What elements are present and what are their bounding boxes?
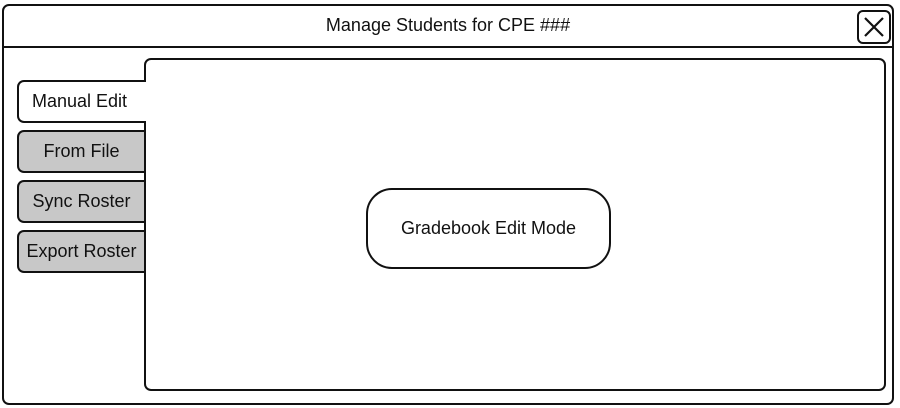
gradebook-edit-mode-button[interactable]: Gradebook Edit Mode (366, 188, 611, 269)
tab-label: Export Roster (26, 241, 137, 261)
tab-content-panel: Gradebook Edit Mode (144, 58, 886, 391)
tab-label: Sync Roster (32, 191, 131, 211)
tab-manual-edit[interactable]: Manual Edit (17, 80, 146, 123)
dialog-title: Manage Students for CPE ### (325, 15, 571, 35)
close-button[interactable] (857, 10, 891, 44)
tab-sync-roster[interactable]: Sync Roster (17, 180, 144, 223)
close-icon (864, 17, 884, 37)
tab-label: Manual Edit (32, 91, 128, 111)
tab-from-file[interactable]: From File (17, 130, 144, 173)
title-bar: Manage Students for CPE ### (4, 6, 892, 48)
manage-students-dialog: Manage Students for CPE ### Gradebook Ed… (2, 4, 894, 405)
tab-export-roster[interactable]: Export Roster (17, 230, 144, 273)
tab-label: From File (43, 141, 120, 161)
